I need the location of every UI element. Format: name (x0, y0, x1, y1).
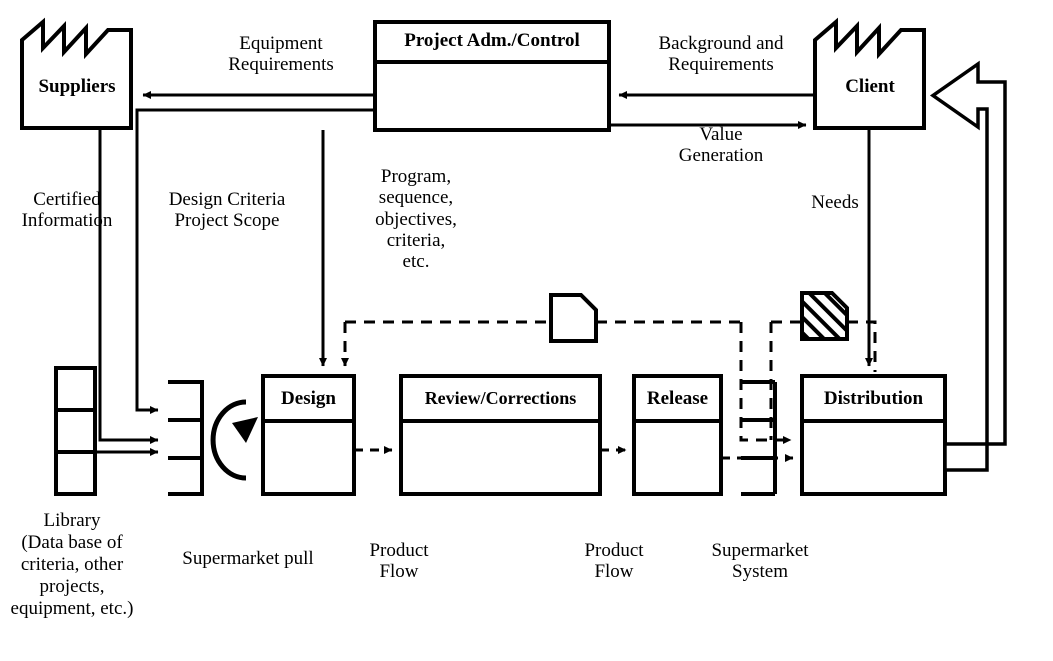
label-value-generation: Value Generation (678, 124, 764, 167)
dashed-kanban-to-distribution (739, 322, 792, 445)
review-corrections-box (399, 374, 602, 496)
distribution-label: Distribution (823, 388, 924, 409)
project-control-label: Project Adm./Control (404, 30, 580, 51)
caption-supermarket-system: Supermarket System (711, 540, 809, 583)
label-certified-information: Certified Information (21, 189, 113, 232)
label-background-and-requirements: Background and Requirements (658, 33, 784, 76)
design-box (261, 374, 356, 496)
caption-product-flow-left: Product Flow (369, 540, 429, 583)
dashed-hatched-card-to-distribution (847, 320, 877, 372)
client-factory-icon (813, 17, 926, 130)
kanban-card-hatched-icon (800, 291, 849, 341)
arrow-design-criteria-project-scope (135, 108, 375, 415)
suppliers-factory-icon (20, 17, 133, 130)
kanban-card-icon (549, 293, 598, 343)
caption-supermarket-pull: Supermarket pull (182, 548, 314, 569)
review-corrections-label: Review/Corrections (424, 388, 577, 408)
caption-product-flow-right: Product Flow (584, 540, 644, 583)
distribution-box (800, 374, 947, 496)
project-control-box (373, 20, 611, 132)
design-label: Design (281, 388, 336, 409)
client-label: Client (845, 76, 895, 97)
label-program-sequence: Program, sequence, objectives, criteria,… (375, 166, 457, 273)
withdrawal-circular-arrow-icon (210, 399, 258, 481)
label-design-criteria-project-scope: Design Criteria Project Scope (168, 189, 286, 232)
arrow-certified-information (98, 128, 159, 445)
release-box (632, 374, 723, 496)
broad-return-arrow-distribution-to-client (929, 60, 1007, 472)
library-inventory-icon (54, 366, 97, 496)
caption-library: Library (Data base of criteria, other pr… (10, 510, 134, 620)
release-label: Release (646, 388, 709, 409)
label-needs: Needs (811, 192, 859, 213)
supermarket-left-icon (168, 380, 204, 496)
label-equipment-requirements: Equipment Requirements (228, 33, 334, 76)
suppliers-label: Suppliers (38, 76, 116, 97)
